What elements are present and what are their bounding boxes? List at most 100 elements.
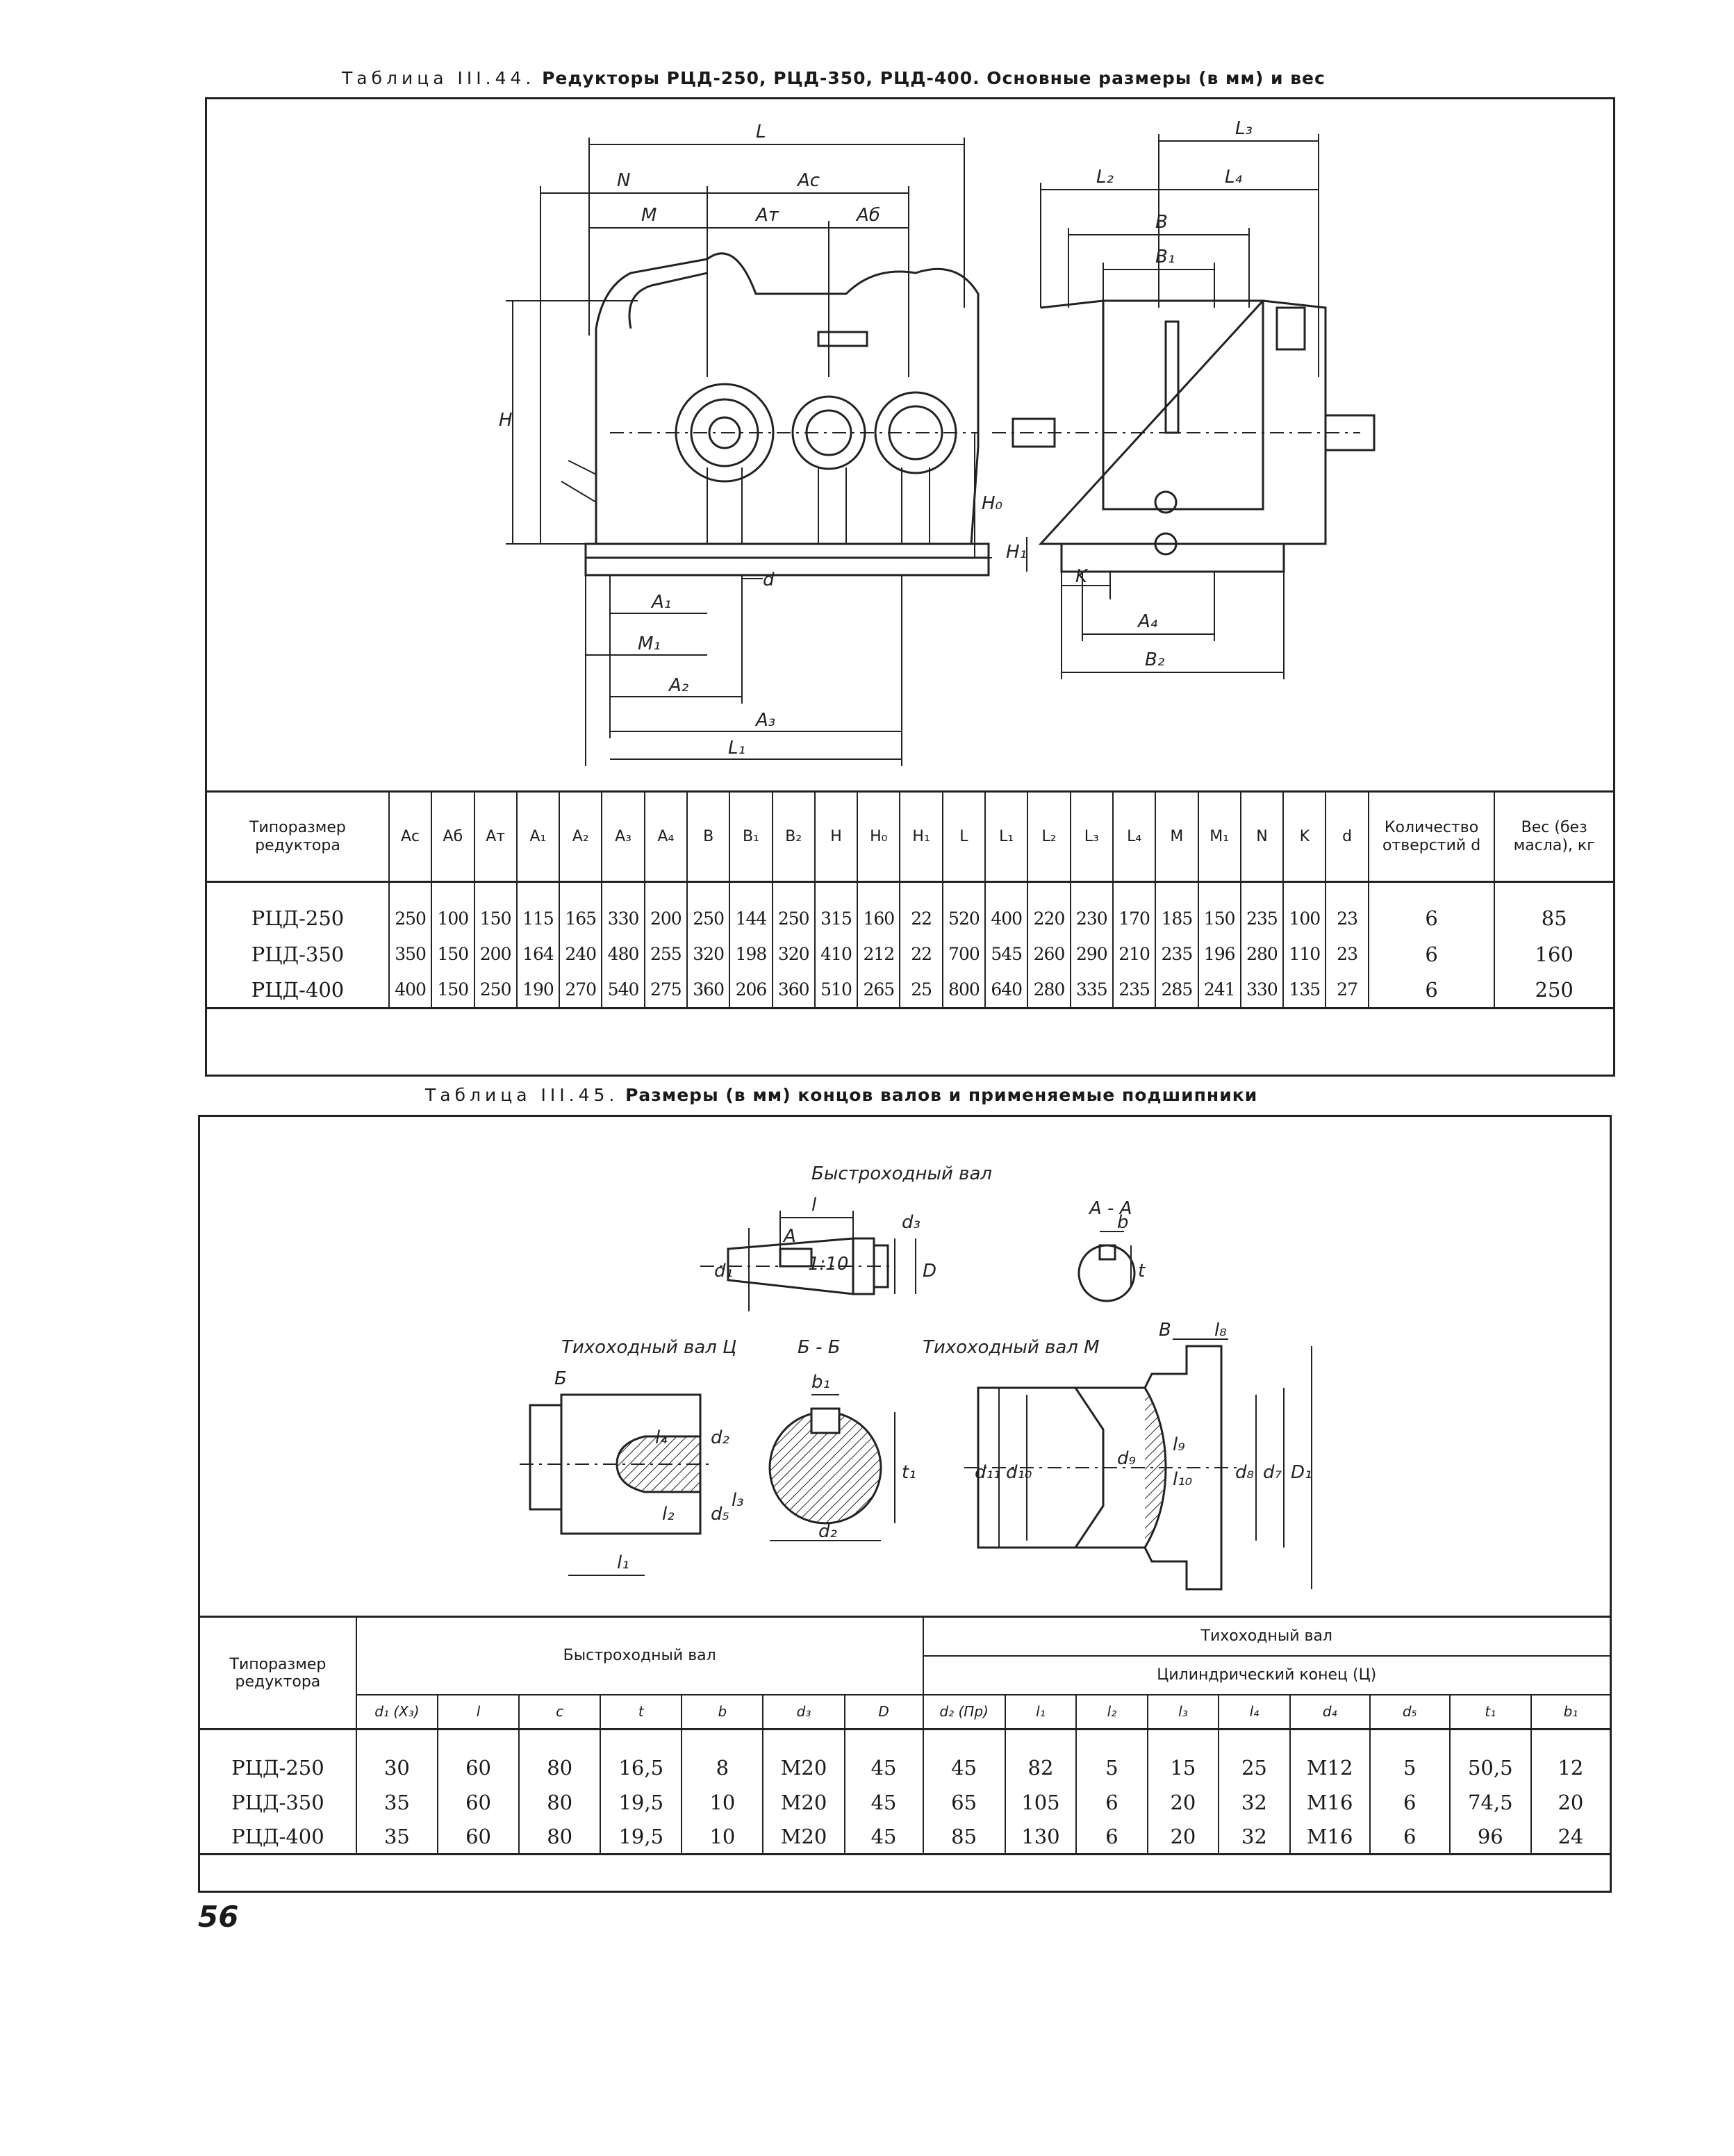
- table-cell: 45: [843, 1729, 924, 1785]
- col-header: l₄: [1218, 1694, 1291, 1730]
- label-fast-shaft: Быстроходный вал: [811, 1163, 992, 1184]
- table-cell: M20: [762, 1784, 845, 1820]
- col-header: b₁: [1530, 1694, 1610, 1730]
- dim-K: K: [1075, 566, 1089, 587]
- table-cell: 520: [941, 881, 986, 936]
- dim-d1: d₁: [714, 1261, 733, 1282]
- table-cell: 285: [1155, 972, 1199, 1009]
- page-number: 56: [198, 1900, 239, 1934]
- subgroup-cyl-header: Цилиндрический конец (Ц): [922, 1655, 1610, 1695]
- table-cell: 130: [1004, 1819, 1077, 1855]
- table-cell: 260: [1027, 936, 1071, 972]
- table-cell: 196: [1197, 936, 1241, 972]
- dim-t: t: [1138, 1261, 1146, 1282]
- table-cell: 540: [601, 972, 645, 1009]
- col-weight-header: Вес (без масла), кг: [1494, 791, 1613, 882]
- table-cell: 85: [1494, 881, 1613, 936]
- table-cell: 35: [355, 1784, 438, 1820]
- table-cell: M16: [1289, 1784, 1371, 1820]
- table-cell: 640: [984, 972, 1029, 1009]
- dim-A1: A₁: [650, 592, 671, 613]
- table-cell: РЦД-400: [200, 1819, 357, 1855]
- col-header: H₀: [857, 791, 901, 882]
- table-cell: 250: [1494, 972, 1613, 1009]
- dim-L3: L₃: [1235, 118, 1253, 139]
- dim-D1: D₁: [1291, 1462, 1312, 1483]
- table-cell: 360: [771, 972, 816, 1009]
- table-cell: 510: [814, 972, 859, 1009]
- table-cell: 165: [559, 881, 603, 936]
- dim-l1: l₁: [617, 1552, 629, 1573]
- table-cell: 235: [1155, 936, 1199, 972]
- table-cell: 6: [1075, 1784, 1148, 1820]
- table-45-caption: Таблица III.45. Размеры (в мм) концов ва…: [425, 1085, 1257, 1105]
- table-cell: 20: [1146, 1819, 1220, 1855]
- table-cell: M20: [762, 1819, 845, 1855]
- col-header: d₁ (X₃): [355, 1694, 438, 1730]
- table-cell: 22: [899, 881, 943, 936]
- table-cell: 190: [515, 972, 561, 1009]
- col-header: L₃: [1069, 791, 1114, 882]
- table-cell: 160: [1494, 936, 1613, 972]
- col-header: l₃: [1146, 1694, 1220, 1730]
- dim-Ab: Aб: [855, 205, 880, 226]
- col-header: Aс: [388, 791, 433, 882]
- table-cell: 150: [431, 972, 475, 1009]
- dim-t1: t₁: [902, 1462, 916, 1483]
- table-cell: 265: [857, 972, 901, 1009]
- col-type-header: Типоразмер редуктора: [200, 1616, 357, 1730]
- col-header: B₁: [729, 791, 773, 882]
- col-header: d₄: [1289, 1694, 1371, 1730]
- dim-l10: l₁₀: [1173, 1469, 1193, 1490]
- table-cell: 32: [1218, 1819, 1291, 1855]
- dim-l2: l₂: [662, 1504, 675, 1525]
- table-cell: 5: [1369, 1729, 1451, 1785]
- col-header: l: [436, 1694, 520, 1730]
- table-cell: 150: [431, 936, 475, 972]
- label-slow-c: Тихоходный вал Ц: [561, 1337, 736, 1358]
- table-cell: 96: [1448, 1819, 1532, 1855]
- dim-N: N: [617, 170, 630, 191]
- table-cell: 150: [473, 881, 518, 936]
- col-header: l₂: [1075, 1694, 1148, 1730]
- table-cell: 230: [1069, 881, 1114, 936]
- table-cell: 250: [771, 881, 816, 936]
- table-cell: 290: [1069, 936, 1114, 972]
- table-cell: 60: [436, 1819, 520, 1855]
- col-header: d₂ (Пр): [922, 1694, 1006, 1730]
- table-cell: 144: [729, 881, 773, 936]
- label-section-bb: Б - Б: [798, 1337, 841, 1358]
- dim-b: b: [1117, 1212, 1129, 1233]
- table-cell: 200: [473, 936, 518, 972]
- table-cell: 60: [436, 1784, 520, 1820]
- table-cell: 330: [1239, 972, 1285, 1009]
- table-cell: 400: [984, 881, 1029, 936]
- dim-H1: H₁: [1006, 542, 1027, 563]
- table-cell: 210: [1112, 936, 1157, 972]
- dim-d3: d₃: [902, 1212, 920, 1233]
- table-cell: 360: [686, 972, 731, 1009]
- dim-d9: d₉: [1117, 1448, 1136, 1469]
- dim-L2: L₂: [1096, 167, 1114, 188]
- table-cell: РЦД-250: [207, 881, 390, 936]
- table-cell: 25: [899, 972, 943, 1009]
- table-cell: 240: [559, 936, 603, 972]
- table-cell: 235: [1112, 972, 1157, 1009]
- dim-A4: A₄: [1137, 611, 1158, 632]
- label-slow-m: Тихоходный вал М: [923, 1337, 1100, 1358]
- table-cell: 20: [1146, 1784, 1220, 1820]
- table-cell: 25: [1218, 1729, 1291, 1785]
- table-cell: M20: [762, 1729, 845, 1785]
- table-cell: 5: [1075, 1729, 1148, 1785]
- col-header: L: [941, 791, 986, 882]
- dim-B: B: [1155, 212, 1168, 233]
- dim-M1: M₁: [638, 633, 661, 654]
- table-cell: 60: [436, 1729, 520, 1785]
- col-header: t: [600, 1694, 683, 1730]
- table-cell: 85: [922, 1819, 1006, 1855]
- col-header: A₂: [559, 791, 603, 882]
- col-header: L₄: [1112, 791, 1157, 882]
- dim-A2: A₂: [668, 675, 688, 696]
